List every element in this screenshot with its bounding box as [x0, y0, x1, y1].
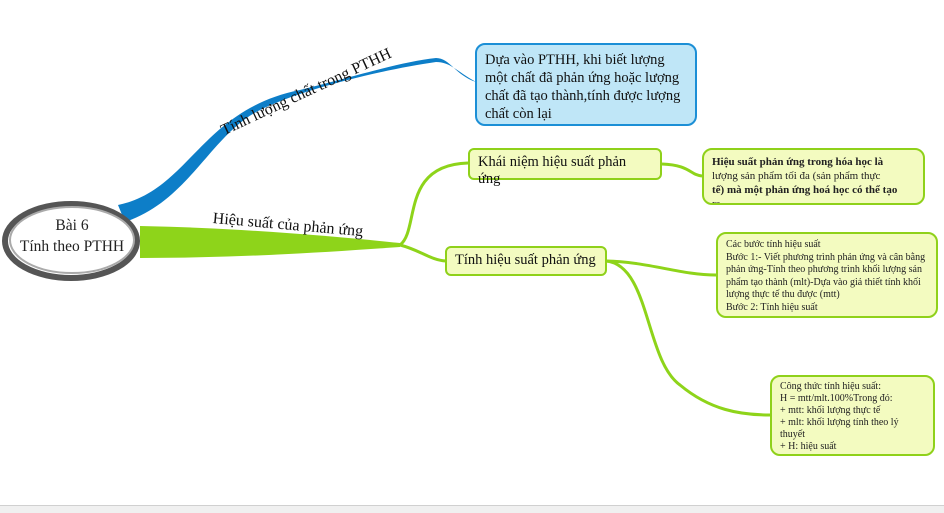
note-line: Hiệu suất phản ứng trong hóa học là — [712, 156, 884, 168]
note-cac-buoc[interactable]: Các bước tính hiệu suất Bước 1:- Viết ph… — [716, 232, 938, 318]
note-khai-niem[interactable]: Hiệu suất phản ứng trong hóa học là lượn… — [702, 148, 925, 205]
node-tinh-hieu-suat[interactable]: Tính hiệu suất phản ứng — [445, 246, 607, 276]
note-cong-thuc[interactable]: Công thức tính hiệu suất: H = mtt/mlt.10… — [770, 375, 935, 456]
note-line: + mlt: khối lượng tính theo lý thuyết — [780, 417, 899, 440]
link-note-cong-thuc — [605, 259, 771, 417]
central-topic[interactable]: Bài 6 Tính theo PTHH — [2, 215, 142, 257]
link-tinh-hieu-suat — [399, 243, 447, 263]
node-khai-niem[interactable]: Khái niệm hiệu suất phản ứng — [468, 148, 662, 187]
branch-green — [140, 226, 400, 258]
note-line: Bước 2: Tính hiệu suất — [726, 301, 818, 313]
branch-blue — [118, 58, 476, 222]
note-luong-chat[interactable]: Dựa vào PTHH, khi biết lượng một chất đã… — [475, 43, 697, 126]
central-line1: Bài 6 — [55, 217, 89, 234]
note-line: tế) mà một phản ứng hoá học có thể tạo — [712, 184, 898, 196]
note-line: Công thức tính hiệu suất: — [780, 381, 881, 392]
note-line: lượng sản phẩm tối đa (sản phẩm thực — [712, 170, 881, 182]
note-line: Các bước tính hiệu suất — [726, 239, 821, 250]
note-line: + H: hiệu suất — [780, 441, 837, 452]
note-line: ra — [712, 198, 721, 205]
central-ellipse — [2, 201, 140, 281]
bottom-scrollbar[interactable] — [0, 505, 944, 513]
note-line: Bước 1:- Viết phương trình phản ứng và c… — [726, 251, 926, 301]
link-khai-niem — [398, 161, 469, 247]
central-line2: Tính theo PTHH — [19, 238, 125, 255]
link-note-khai-niem — [661, 162, 703, 178]
note-line: + mtt: khối lượng thực tế — [780, 405, 881, 416]
note-line: H = mtt/mlt.100%Trong đó: — [780, 393, 893, 404]
link-note-cac-buoc — [605, 259, 717, 277]
